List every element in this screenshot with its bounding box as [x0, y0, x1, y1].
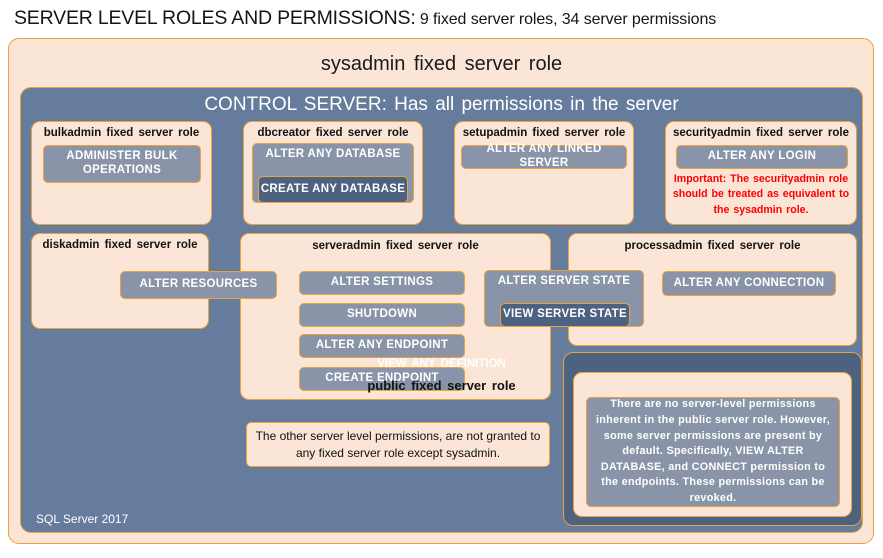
control-server-label: CONTROL SERVER: Has all permissions in t…	[204, 94, 679, 115]
securityadmin-important-note: Important: The securityadmin role should…	[672, 173, 850, 216]
role-title-setupadmin: setupadmin fixed server role	[462, 127, 626, 139]
permission-alter-any-connection: ALTER ANY CONNECTION	[662, 271, 836, 296]
role-title-dbcreator: dbcreator fixed server role	[257, 127, 409, 139]
role-card-setupadmin	[454, 121, 634, 225]
role-card-securityadmin	[665, 121, 857, 225]
role-title-processadmin: processadmin fixed server role	[624, 240, 801, 252]
role-title-serveradmin: serveradmin fixed server role	[312, 240, 479, 252]
page-title: SERVER LEVEL ROLES AND PERMISSIONS: 9 fi…	[14, 7, 716, 30]
sysadmin-role-label: sysadmin fixed server role	[320, 53, 563, 75]
other-permissions-note: The other server level permissions, are …	[246, 422, 550, 467]
sql-server-version-label: SQL Server 2017	[36, 512, 129, 526]
permission-alter-settings: ALTER SETTINGS	[299, 271, 465, 295]
permission-alter-resources: ALTER RESOURCES	[120, 271, 277, 299]
role-title-diskadmin: diskadmin fixed server role	[42, 239, 198, 251]
permission-shutdown: SHUTDOWN	[299, 303, 465, 327]
permission-alter-any-endpoint: ALTER ANY ENDPOINT	[299, 334, 465, 358]
permission-administer-bulk-operations: ADMINISTER BULK OPERATIONS	[43, 145, 201, 183]
role-title-public: public fixed server role	[367, 378, 516, 393]
permission-create-endpoint: CREATE ENDPOINT	[299, 367, 465, 391]
page-title-main: SERVER LEVEL ROLES AND PERMISSIONS:	[14, 7, 416, 29]
permission-view-any-definition-label: VIEW ANY DEFINITION	[377, 358, 506, 370]
role-title-bulkadmin: bulkadmin fixed server role	[43, 127, 200, 139]
permission-alter-any-linked-server: ALTER ANY LINKED SERVER	[461, 143, 627, 169]
permission-view-server-state: VIEW SERVER STATE	[500, 303, 630, 327]
permission-alter-any-login: ALTER ANY LOGIN	[676, 145, 848, 169]
page-title-sub: 9 fixed server roles, 34 server permissi…	[415, 11, 717, 28]
public-role-note: There are no server-level permissions in…	[586, 397, 840, 507]
role-title-securityadmin: securityadmin fixed server role	[672, 127, 850, 139]
permission-create-any-database: CREATE ANY DATABASE	[258, 176, 408, 203]
